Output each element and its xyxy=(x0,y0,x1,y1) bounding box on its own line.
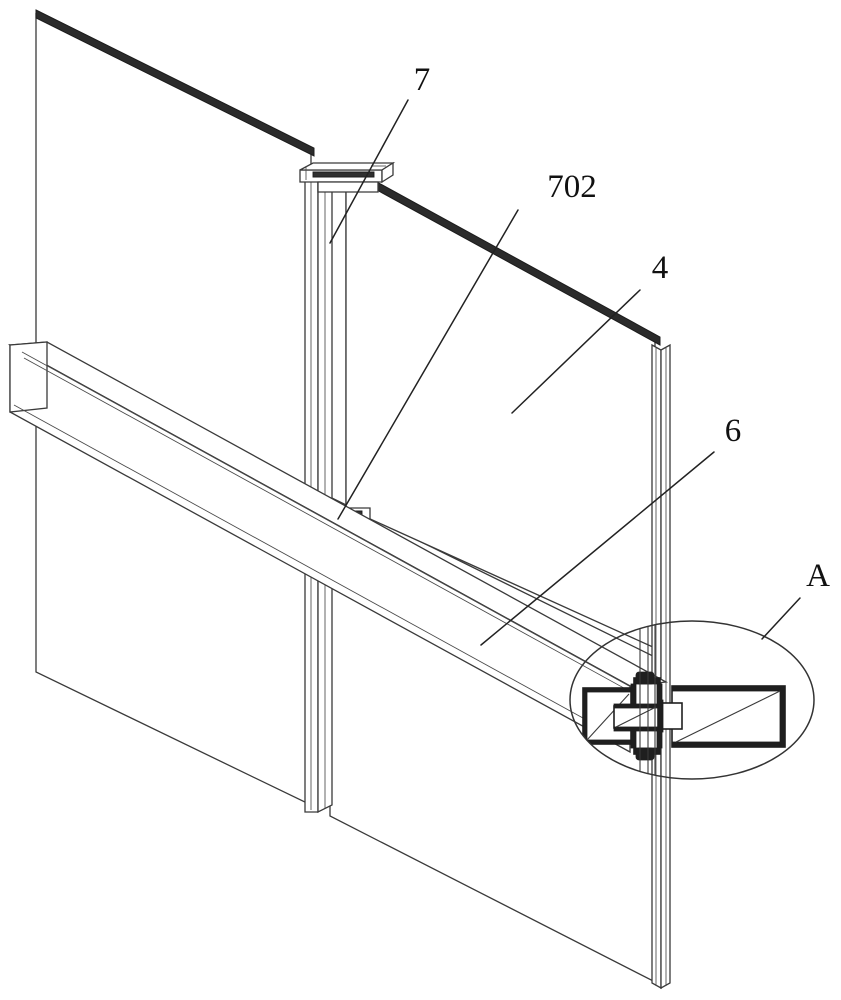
detail-view-A xyxy=(569,620,815,780)
detail-A-section-content xyxy=(582,621,786,779)
mullion-top-cap-item-7 xyxy=(299,161,396,193)
upper-right-panel-item-4 xyxy=(343,163,671,990)
ref-label-6: 6 xyxy=(725,413,742,449)
upper-left-panel xyxy=(35,9,315,489)
ref-label-4: 4 xyxy=(652,250,669,286)
ref-label-702: 702 xyxy=(547,169,597,205)
ref-label-7: 7 xyxy=(414,62,431,98)
center-vertical-mullion xyxy=(299,161,396,814)
leader-lines xyxy=(329,99,801,646)
detail-A-ellipse xyxy=(569,620,815,780)
reference-numerals: 7 702 4 6 A xyxy=(414,62,830,594)
horizontal-transom-beam-item-6 xyxy=(7,341,669,754)
ref-label-A: A xyxy=(806,558,830,594)
